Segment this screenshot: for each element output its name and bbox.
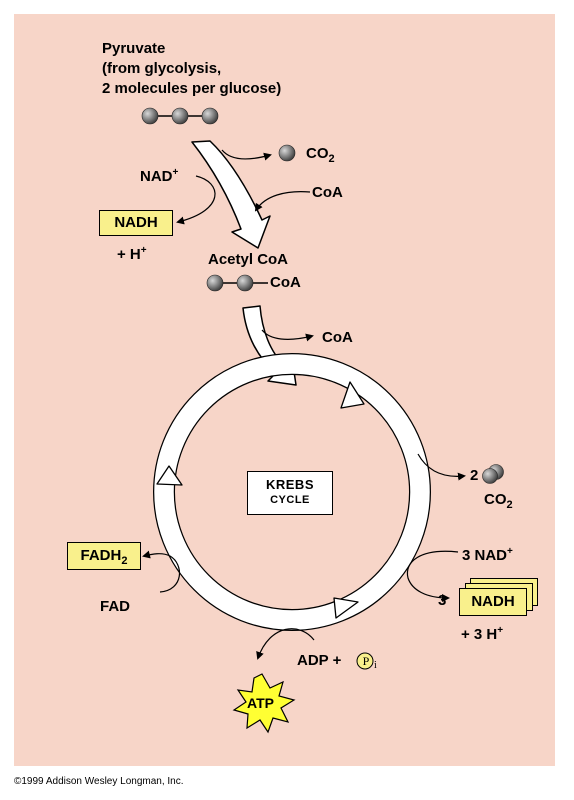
fadh2-box: FADH2: [67, 542, 141, 570]
nad-in-label: 3 NAD+: [462, 546, 513, 564]
krebs-cycle-label: Krebs cycle: [247, 471, 333, 515]
h3-label: + 3 H+: [461, 625, 504, 643]
co2-molecule: [278, 144, 296, 162]
coa-in-label: CoA: [312, 184, 343, 201]
co2-label: CO2: [306, 145, 335, 165]
phosphate-circle: [356, 652, 374, 670]
pyruvate-title: Pyruvate: [102, 40, 166, 57]
h-plus-label: + H+: [117, 245, 147, 263]
pyruvate-to-acetyl-arrow: [191, 140, 271, 249]
fad-label: FAD: [100, 598, 130, 615]
phosphate-label: P: [362, 654, 370, 668]
acetyl-coa-molecule: [206, 274, 268, 292]
acetyl-coa-label: CoA: [270, 274, 301, 291]
pyruvate-count: 2 molecules per glucose): [102, 80, 282, 97]
nadh-box: NADH: [99, 210, 173, 236]
copyright-text: ©1999 Addison Wesley Longman, Inc.: [14, 776, 184, 787]
pyruvate-molecule: [141, 107, 219, 125]
nadh-count: 3: [438, 592, 447, 609]
coa-out-label: CoA: [322, 329, 353, 346]
atp-label: ATP: [247, 695, 274, 711]
diagram-background: [14, 14, 555, 766]
nadh-stack-box: NADH: [459, 588, 527, 616]
acetyl-coa-title: Acetyl CoA: [208, 251, 289, 268]
krebs-subtitle: cycle: [270, 494, 310, 506]
phosphate-subscript: i: [374, 660, 377, 671]
co2-count: 2: [470, 467, 479, 484]
krebs-cycle-ring: [153, 353, 431, 631]
pyruvate-source: (from glycolysis,: [102, 60, 222, 77]
nad-label: NAD+: [140, 167, 179, 185]
co2-out-label: CO2: [484, 491, 513, 511]
krebs-title: Krebs: [265, 477, 314, 492]
adp-label: ADP +: [297, 652, 342, 669]
atp-star: [232, 673, 296, 734]
